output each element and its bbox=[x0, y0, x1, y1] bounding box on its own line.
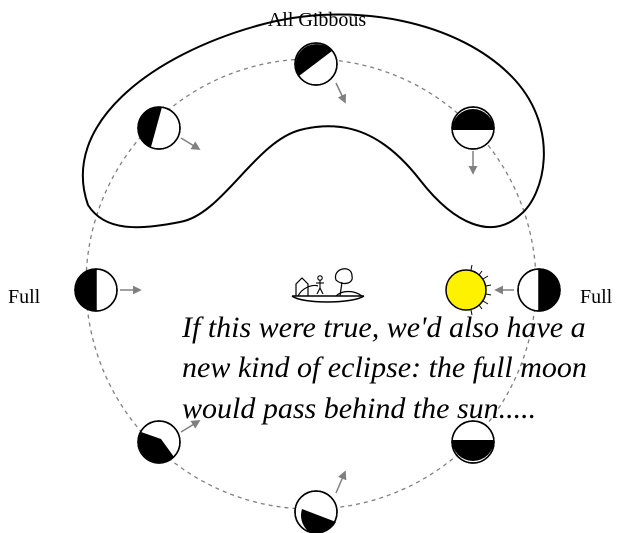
moon-left bbox=[74, 268, 118, 312]
moon-lower-left bbox=[137, 420, 181, 464]
moon-bottom-arrow bbox=[335, 470, 347, 494]
sun-icon bbox=[445, 264, 492, 316]
caption-line-1: If this were true, we'd also have a bbox=[181, 311, 586, 344]
moon-upper-left-arrow bbox=[180, 137, 201, 150]
label-full-left: Full bbox=[8, 286, 41, 308]
gibbous-enclosure bbox=[81, 13, 545, 229]
earth-island-house-person-tree-icon bbox=[291, 268, 365, 303]
moon-upper-right bbox=[451, 106, 495, 150]
moon-bottom bbox=[294, 490, 338, 533]
moon-lower-right bbox=[451, 420, 495, 464]
caption-line-2: new kind of eclipse: the full moon bbox=[182, 351, 587, 384]
moon-upper-left bbox=[137, 106, 181, 150]
moon-top-arrow bbox=[335, 82, 346, 104]
label-full-right: Full bbox=[580, 286, 613, 308]
label-all-gibbous: All Gibbous bbox=[268, 9, 367, 31]
moon-top bbox=[294, 42, 338, 86]
moon-right bbox=[517, 268, 561, 312]
moon-lower-left-arrow bbox=[180, 420, 201, 433]
caption-line-3: would pass behind the sun..... bbox=[182, 392, 536, 425]
